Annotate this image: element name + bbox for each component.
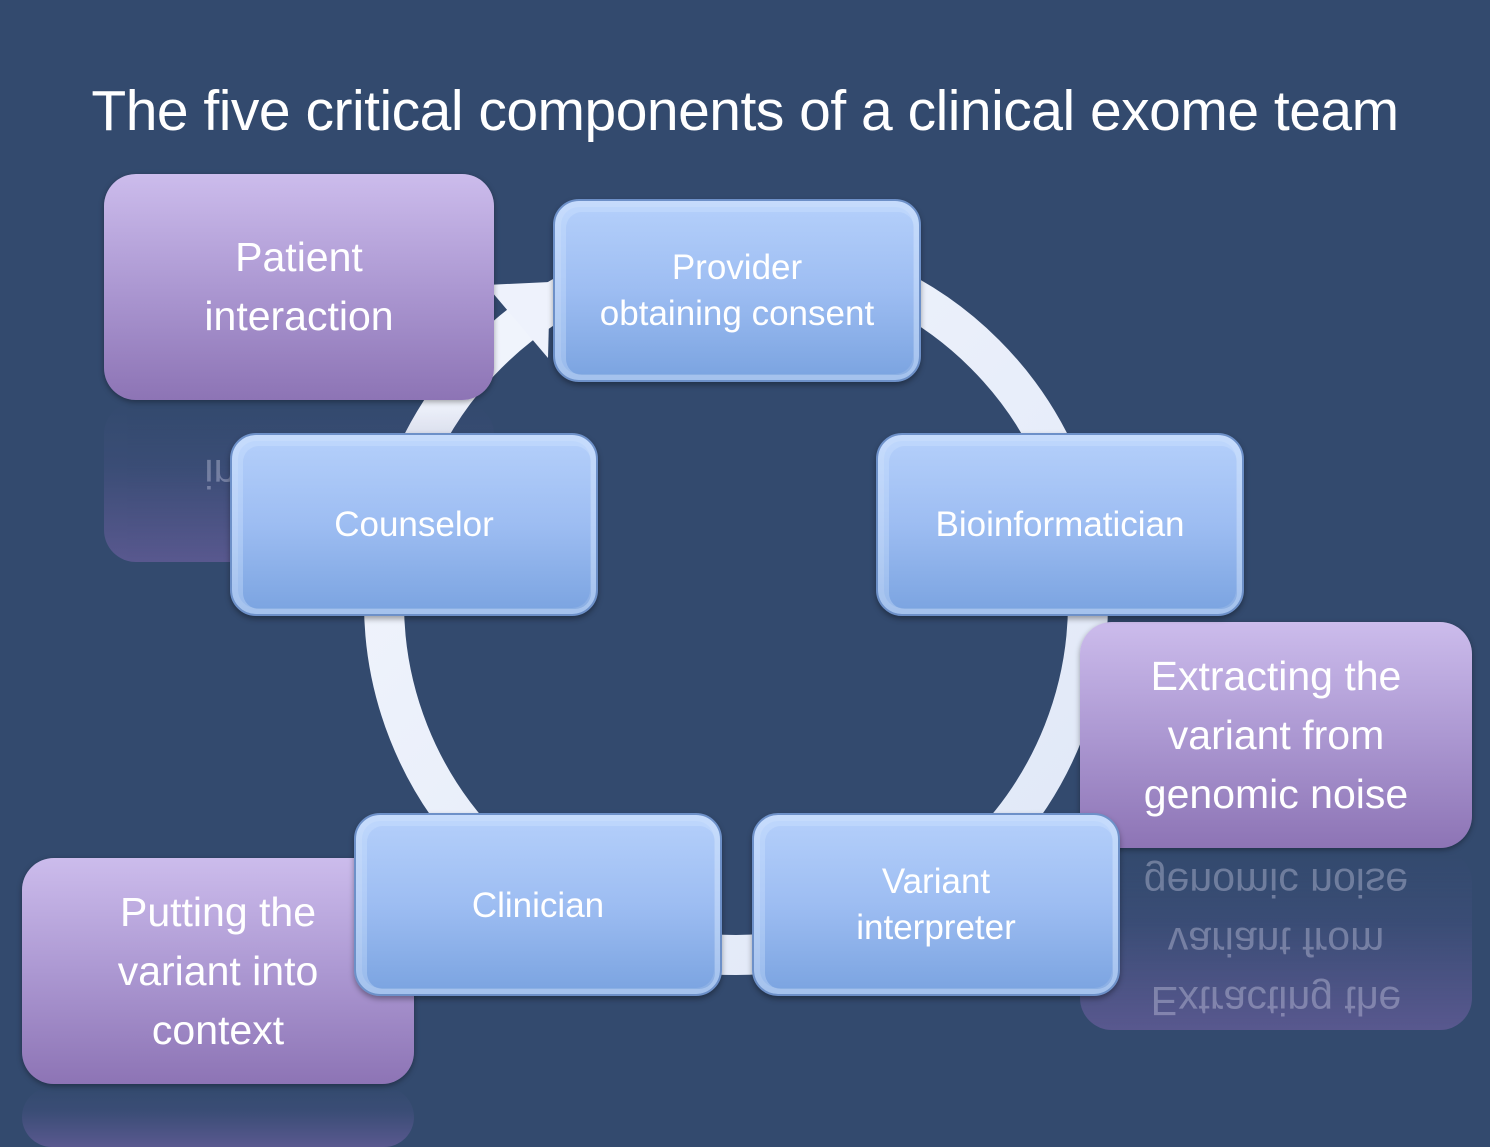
node-label: Provider obtaining consent bbox=[599, 247, 875, 333]
node-provider: Provider obtaining consent bbox=[553, 199, 921, 382]
note-reflection-putting bbox=[22, 1087, 414, 1147]
note-label: Patient interaction bbox=[204, 234, 394, 339]
cycle-arrowhead bbox=[486, 282, 550, 358]
node-counselor: Counselor bbox=[230, 433, 598, 616]
slide-title: The five critical components of a clinic… bbox=[91, 79, 1399, 143]
node-variant-interpreter: Variant interpreter bbox=[752, 813, 1120, 996]
note-patient-interaction: Patient interaction bbox=[104, 174, 494, 400]
node-clinician: Clinician bbox=[354, 813, 722, 996]
node-label: Bioinformatician bbox=[935, 504, 1185, 544]
note-label: Putting the variant into context bbox=[117, 888, 319, 1053]
note-reflection-extracting: Extracting the variant from genomic nois… bbox=[1080, 850, 1472, 1030]
note-label: Extracting the variant from genomic nois… bbox=[1143, 652, 1409, 817]
note-putting-into-context: Putting the variant into context bbox=[22, 858, 414, 1084]
note-extracting-variant: Extracting the variant from genomic nois… bbox=[1080, 622, 1472, 848]
node-label: Variant interpreter bbox=[856, 861, 1016, 947]
node-label: Counselor bbox=[334, 504, 494, 544]
node-bioinformatician: Bioinformatician bbox=[876, 433, 1244, 616]
node-label: Clinician bbox=[471, 886, 605, 925]
